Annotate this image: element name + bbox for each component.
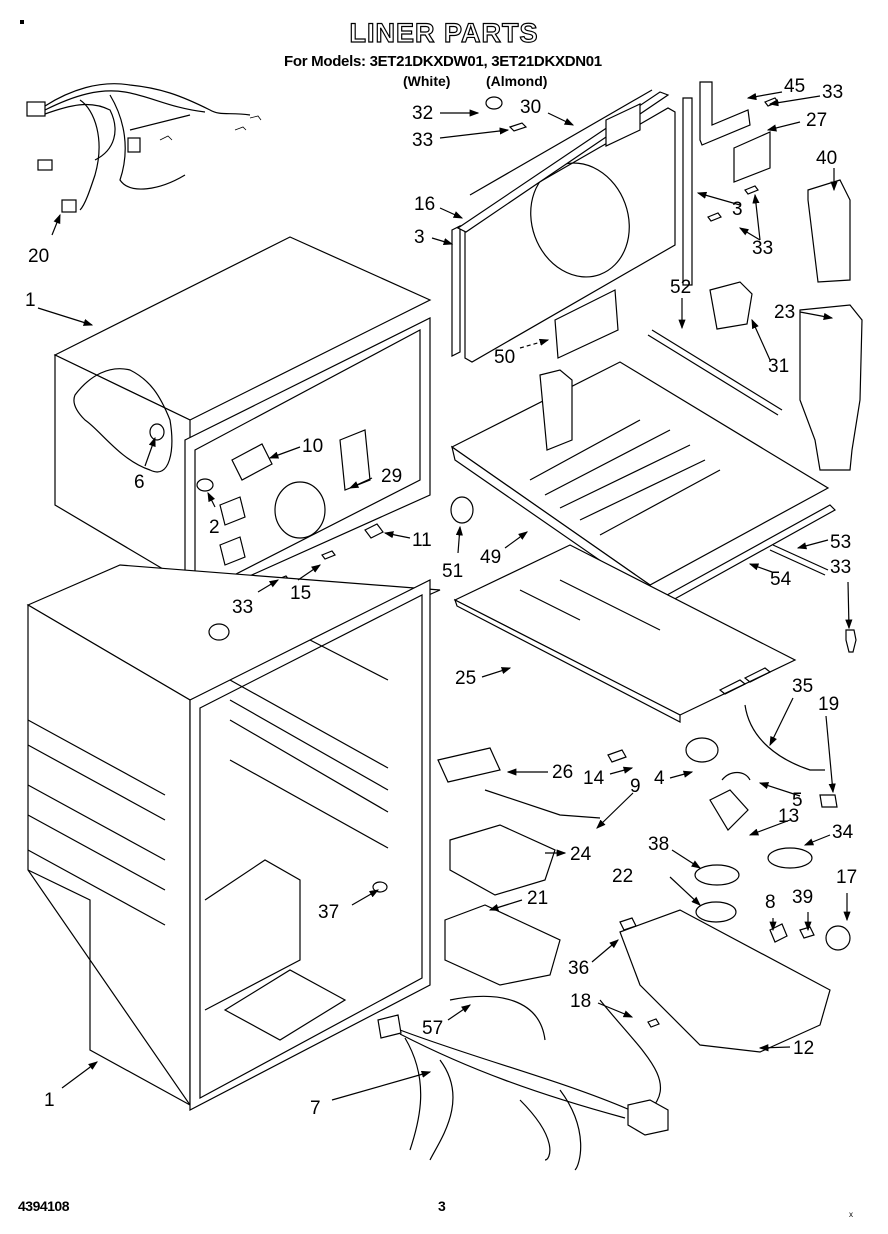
document-number: 4394108 xyxy=(18,1198,70,1214)
freezer-back-panel xyxy=(451,81,851,363)
callout-1: 1 xyxy=(44,1090,55,1111)
callout-19: 19 xyxy=(818,694,839,715)
callout-16: 16 xyxy=(414,194,435,215)
callout-7: 7 xyxy=(310,1098,321,1119)
callout-38: 38 xyxy=(648,834,669,855)
models-line: For Models: 3ET21DKXDW01, 3ET21DKXDN01 xyxy=(284,53,602,70)
callout-23: 23 xyxy=(774,302,795,323)
callout-14: 14 xyxy=(583,768,605,789)
callout-10: 10 xyxy=(302,436,323,457)
callout-39: 39 xyxy=(792,887,813,908)
wire-harness-20 xyxy=(26,83,262,236)
callout-12: 12 xyxy=(793,1038,814,1059)
callout-49: 49 xyxy=(480,547,501,568)
shelf-tray-49 xyxy=(450,361,836,607)
callout-33: 33 xyxy=(412,130,433,151)
callout-1: 1 xyxy=(25,290,36,311)
callout-32: 32 xyxy=(412,103,433,124)
callout-54: 54 xyxy=(770,569,792,590)
page-title: LINER PARTS xyxy=(349,17,539,48)
variant-almond-label: (Almond) xyxy=(486,73,548,89)
callout-8: 8 xyxy=(765,892,776,913)
callout-33: 33 xyxy=(822,82,843,103)
callout-13: 13 xyxy=(778,806,799,827)
callout-6: 6 xyxy=(134,472,145,493)
callout-53: 53 xyxy=(830,532,851,553)
callout-3: 3 xyxy=(414,227,425,248)
callout-26: 26 xyxy=(552,762,573,783)
callout-45: 45 xyxy=(784,76,805,97)
corner-registration-mark xyxy=(20,20,24,24)
callout-25: 25 xyxy=(455,668,476,689)
callout-33: 33 xyxy=(830,557,851,578)
callout-27: 27 xyxy=(806,110,827,131)
callout-40: 40 xyxy=(816,148,837,169)
callout-33: 33 xyxy=(232,597,253,618)
ice-dispenser-23 xyxy=(647,281,863,653)
callout-11: 11 xyxy=(412,530,432,551)
callout-17: 17 xyxy=(836,867,857,888)
callout-4: 4 xyxy=(654,768,665,789)
fresh-food-liner xyxy=(26,564,441,1111)
freezer-floor-25 xyxy=(453,544,797,723)
variant-white-label: (White) xyxy=(403,73,451,89)
lower-small-parts xyxy=(377,704,851,1171)
callout-21: 21 xyxy=(527,888,548,909)
callout-20: 20 xyxy=(28,246,49,267)
callout-5: 5 xyxy=(792,790,803,811)
callout-labels: 45 33 32 30 27 33 40 3 16 3 33 20 52 23 … xyxy=(25,76,857,1119)
callout-51: 51 xyxy=(442,561,463,582)
callout-3: 3 xyxy=(732,199,743,220)
callout-57: 57 xyxy=(422,1018,443,1039)
callout-52: 52 xyxy=(670,277,691,298)
callout-35: 35 xyxy=(792,676,813,697)
callout-34: 34 xyxy=(832,822,854,843)
callout-2: 2 xyxy=(209,517,220,538)
leader-line xyxy=(51,213,61,236)
callout-37: 37 xyxy=(318,902,339,923)
callout-9: 9 xyxy=(630,776,641,797)
page-number: 3 xyxy=(438,1198,446,1214)
callout-29: 29 xyxy=(381,466,402,487)
callout-50: 50 xyxy=(494,347,515,368)
leader-lines xyxy=(37,91,853,1101)
callout-22: 22 xyxy=(612,866,633,887)
callout-30: 30 xyxy=(520,97,541,118)
corner-mark-x: x xyxy=(849,1210,853,1219)
callout-18: 18 xyxy=(570,991,591,1012)
freezer-liner xyxy=(53,236,432,606)
callout-33: 33 xyxy=(752,238,773,259)
callout-24: 24 xyxy=(570,844,592,865)
callout-15: 15 xyxy=(290,583,311,604)
callout-31: 31 xyxy=(768,356,789,377)
callout-36: 36 xyxy=(568,958,589,979)
